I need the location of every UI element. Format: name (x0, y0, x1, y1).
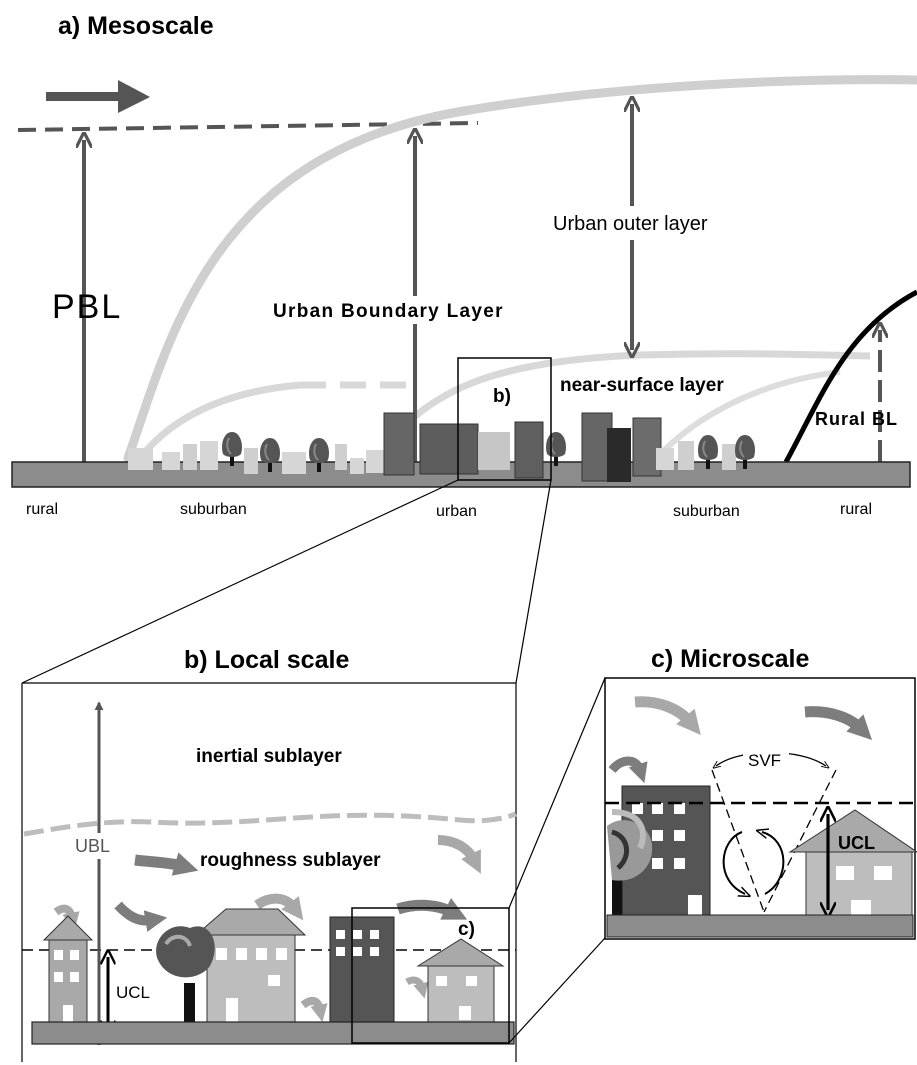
house-left (42, 915, 94, 1026)
ground-label-suburban-left: suburban (180, 501, 247, 518)
ground-label-rural-right: rural (840, 501, 872, 518)
near-surface-layer-label: near-surface layer (560, 375, 724, 396)
ground-label-suburban-right: suburban (673, 503, 740, 520)
flow-arrows-local (53, 835, 481, 1023)
inset-c-tag: c) (458, 919, 475, 940)
panel-c-title: c) Microscale (651, 645, 810, 673)
urban-buildings (383, 412, 662, 482)
ubl-label: Urban Boundary Layer (273, 301, 504, 322)
panel-c-frame (604, 677, 916, 940)
zoom-line-c-bottom (508, 937, 606, 1044)
zoom-line-left (21, 479, 459, 684)
tower-building (329, 916, 395, 1028)
tree-local (156, 926, 215, 1025)
zoom-line-c-top (508, 677, 606, 909)
roughness-sublayer-top-dashed (23, 811, 517, 837)
rural-bl-label: Rural BL (815, 409, 898, 429)
suburban-right-buildings (656, 434, 756, 470)
wind-arrow-icon (46, 80, 150, 113)
ground-strip-b (31, 1021, 515, 1045)
tree-micro (607, 809, 653, 924)
ubl-local-label: UBL (75, 836, 110, 856)
microscale-inset-box (351, 907, 510, 1044)
canyon-vortex-icon (722, 832, 785, 894)
urban-boundary-layer-top-curve (123, 75, 917, 463)
rural-bl-curve (783, 289, 917, 464)
ground-strip-c (606, 914, 914, 938)
zoom-line-right (515, 479, 552, 684)
svf-label: SVF (748, 751, 781, 770)
ucl-micro-label: UCL (838, 833, 875, 853)
downwind-internal-layer-curve (652, 369, 841, 463)
flow-arrows-micro (608, 696, 872, 784)
inertial-sublayer-label: inertial sublayer (196, 746, 342, 767)
local-scale-inset-box (457, 357, 552, 481)
panel-b-title: b) Local scale (184, 646, 349, 674)
suburban-left-buildings (128, 441, 390, 474)
house-micro (788, 809, 917, 923)
pbl-label: PBL (52, 288, 122, 326)
roughness-sublayer-label: roughness sublayer (200, 850, 381, 871)
ucl-local-label: UCL (116, 983, 150, 1002)
suburban-internal-layer-curve (137, 381, 301, 461)
ground-label-urban: urban (436, 503, 477, 520)
inset-b-tag: b) (493, 386, 511, 407)
panel-a-title: a) Mesoscale (58, 12, 214, 40)
ground-label-rural-left: rural (26, 501, 58, 518)
house-middle (194, 908, 307, 1026)
house-right (416, 938, 505, 1027)
outer-layer-label: Urban outer layer (553, 213, 708, 235)
